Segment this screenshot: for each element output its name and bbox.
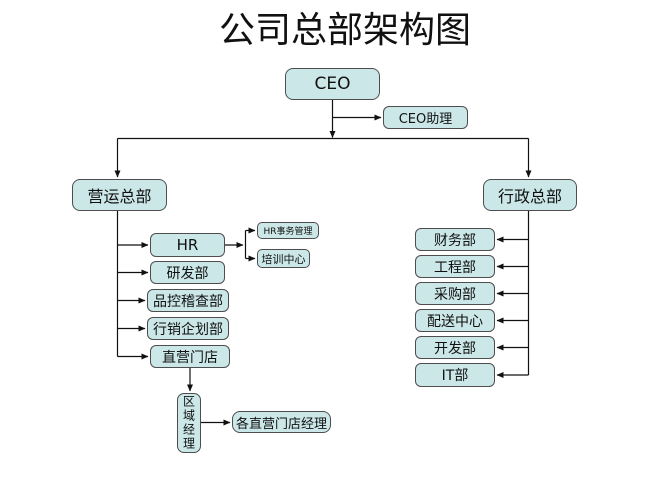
node-quality-inspection: 品控稽查部 — [147, 289, 229, 312]
node-development: 开发部 — [415, 336, 495, 359]
node-operations-hq: 营运总部 — [72, 179, 167, 211]
node-engineering: 工程部 — [415, 255, 495, 278]
page-title: 公司总部架构图 — [219, 10, 472, 51]
node-ceo: CEO — [285, 68, 380, 100]
node-distribution-center: 配送中心 — [415, 309, 495, 332]
node-rnd: 研发部 — [150, 261, 225, 284]
node-direct-stores: 直营门店 — [150, 345, 230, 368]
node-training-center: 培训中心 — [257, 249, 310, 268]
node-it: IT部 — [415, 363, 495, 387]
node-finance: 财务部 — [415, 228, 495, 251]
node-ceo-assistant: CEO助理 — [383, 106, 468, 129]
node-hr: HR — [150, 233, 225, 257]
node-hr-affairs: HR事务管理 — [257, 222, 319, 239]
node-store-managers: 各直营门店经理 — [232, 411, 331, 433]
node-procurement: 采购部 — [415, 282, 495, 305]
node-admin-hq: 行政总部 — [483, 179, 577, 211]
node-marketing-planning: 行销企划部 — [147, 317, 229, 340]
node-regional-manager: 区域经理 — [177, 393, 201, 453]
